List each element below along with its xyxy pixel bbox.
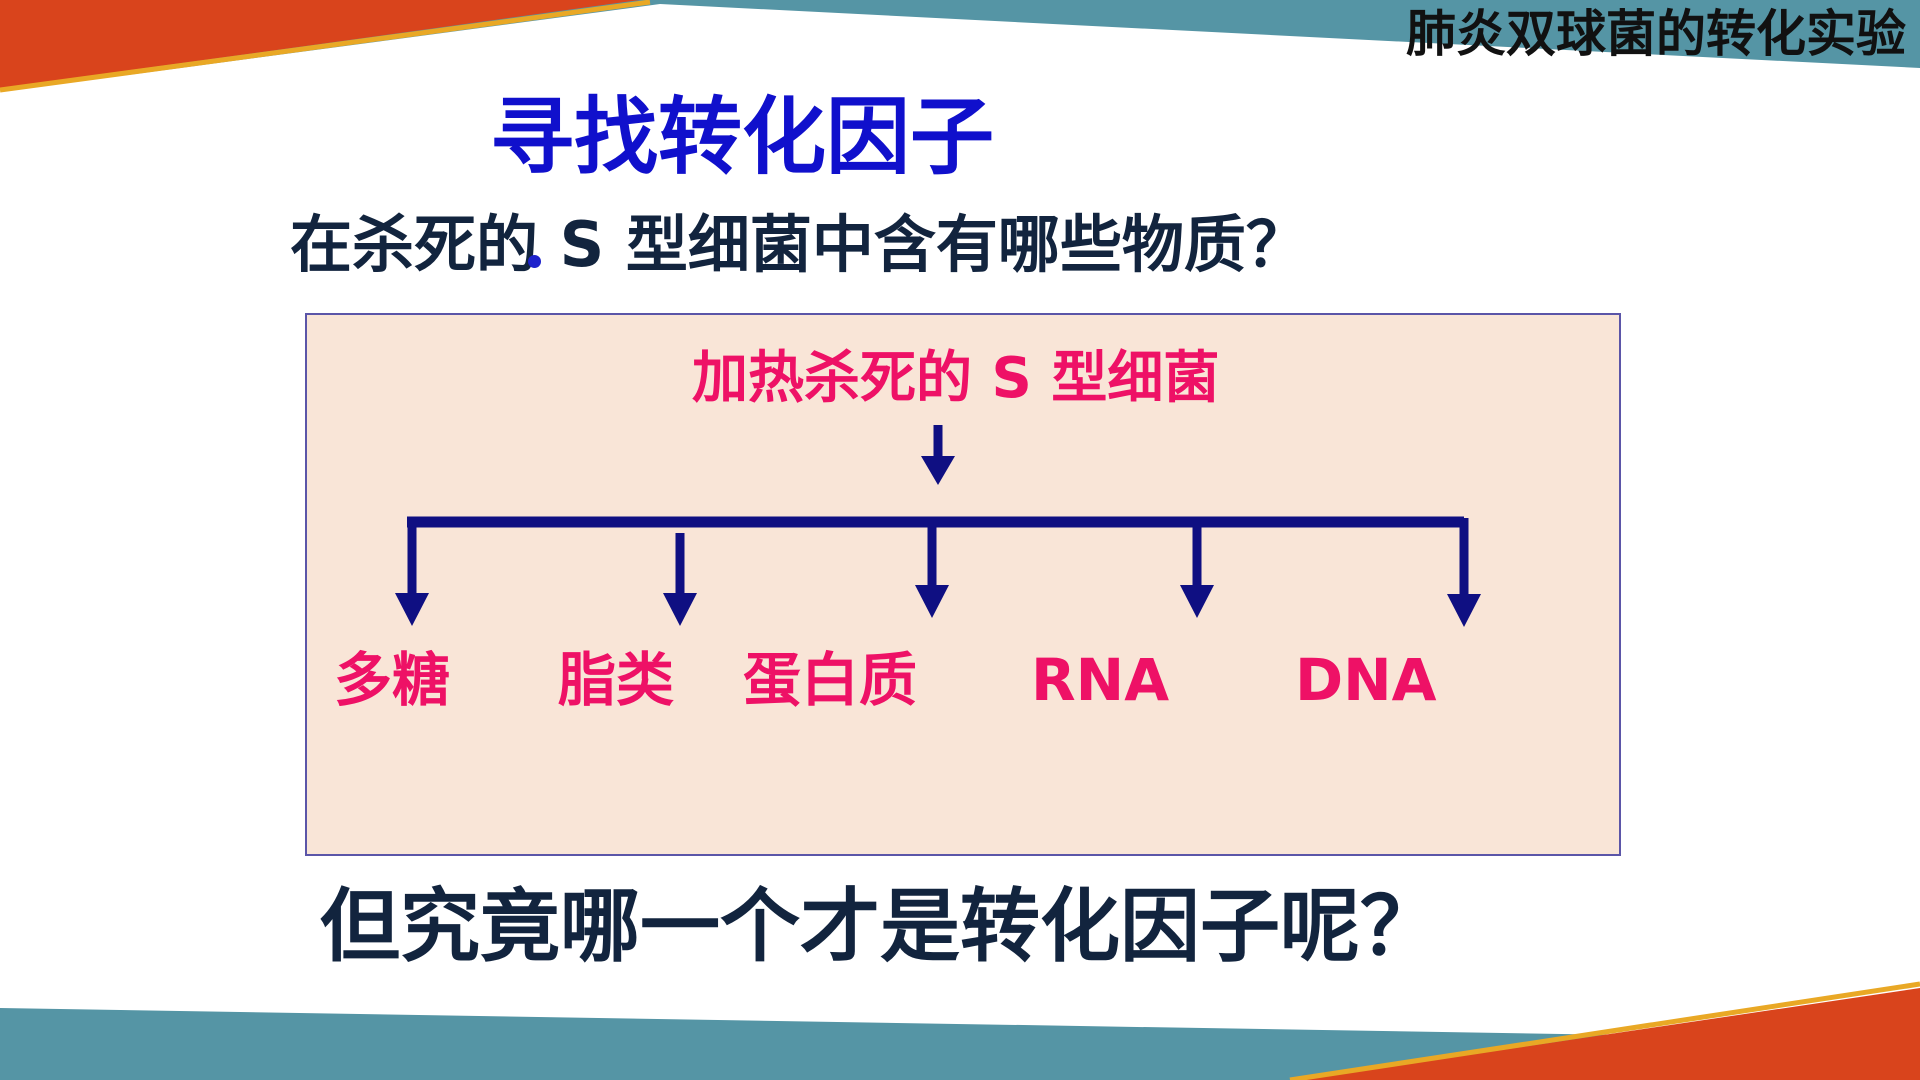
branch-arrow-lipid [663, 533, 697, 626]
bottom-gold-stroke [1289, 981, 1920, 1080]
header-title: 肺炎双球菌的转化实验 [1406, 4, 1906, 63]
branch-arrow-polysaccharide [395, 518, 429, 626]
component-rna: RNA [1031, 646, 1170, 714]
branch-arrows [395, 425, 1481, 627]
top-gold-stroke [0, 0, 651, 93]
source-arrow [921, 425, 955, 485]
dot-marker [528, 255, 541, 268]
branch-arrow-rna [1180, 518, 1214, 618]
question-text: 在杀死的 S 型细菌中含有哪些物质？ [290, 208, 1308, 281]
conclusion-text: 但究竟哪一个才是转化因子呢？ [320, 880, 1440, 973]
component-polysaccharide: 多糖 [334, 646, 451, 714]
diagram-source-label: 加热杀死的 S 型细菌 [692, 346, 1220, 411]
component-lipid: 脂类 [558, 646, 675, 714]
branch-arrow-protein [915, 518, 949, 618]
page-title: 寻找转化因子 [490, 88, 995, 186]
branch-arrow-dna [1447, 518, 1481, 627]
diagram-box: 加热杀死的 S 型细菌 [305, 313, 1621, 856]
component-protein: 蛋白质 [743, 646, 918, 714]
component-dna: DNA [1295, 646, 1437, 714]
